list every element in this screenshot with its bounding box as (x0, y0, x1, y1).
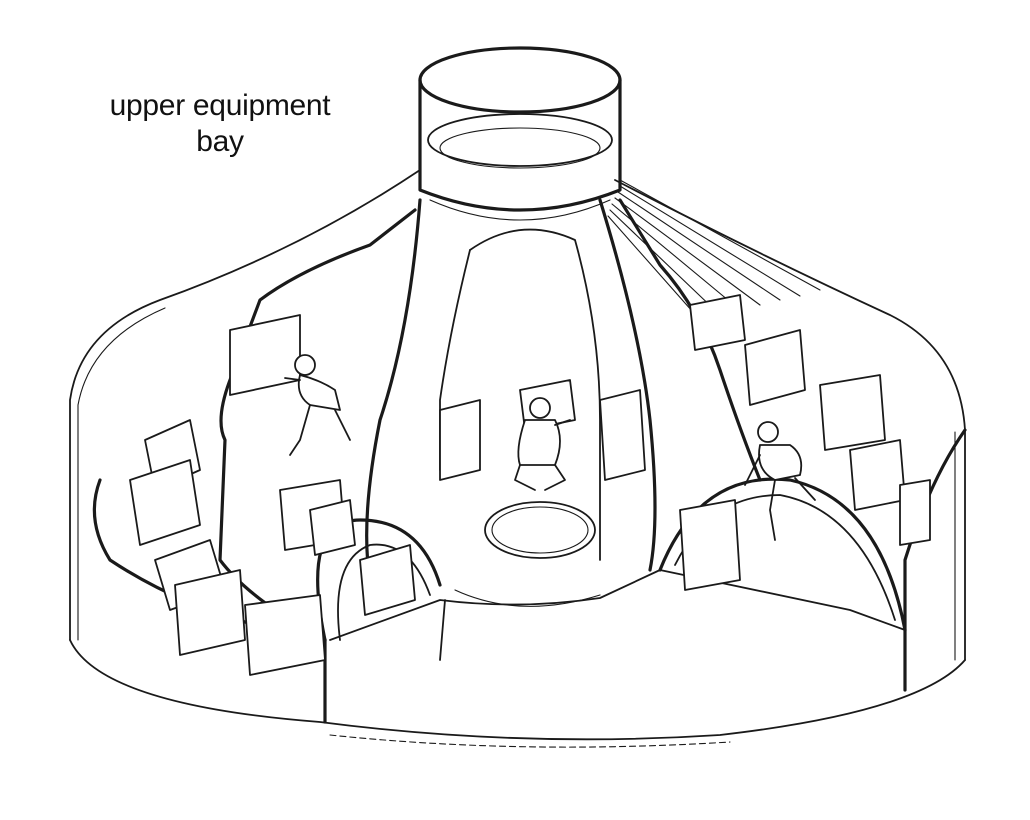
right-bay-cut (618, 198, 967, 632)
astronaut-right (744, 421, 816, 541)
left-bay-cut (218, 208, 442, 642)
bay-label-line1: upper equipment (109, 89, 331, 122)
astronaut-center (514, 397, 571, 491)
equipment-boxes-right (679, 294, 931, 591)
cone-hatching (607, 179, 821, 321)
central-tunnel (365, 198, 657, 607)
docking-ring (418, 46, 622, 221)
equipment-boxes-left (129, 314, 416, 676)
bay-label: upper equipment bay (70, 88, 370, 160)
outer-shell (69, 169, 966, 748)
equipment-boxes-center (439, 379, 646, 481)
astronaut-left (284, 354, 351, 456)
bay-label-line2: bay (196, 125, 244, 158)
